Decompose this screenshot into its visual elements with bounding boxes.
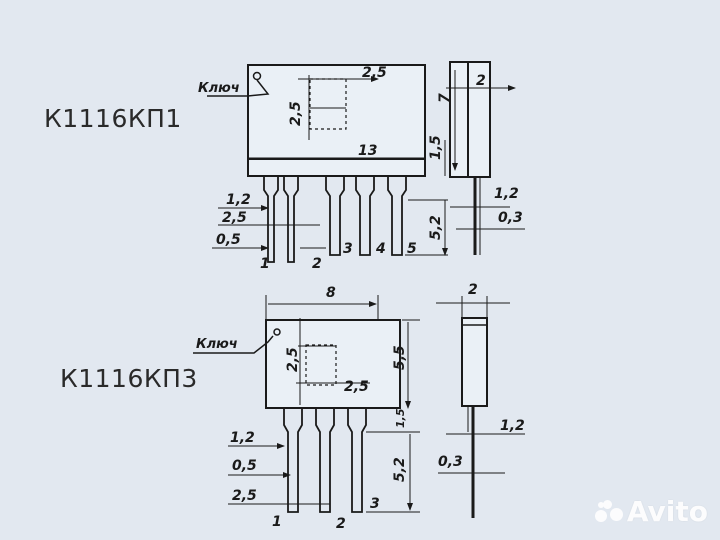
kp3-pin-3: 3 xyxy=(370,496,380,512)
kp3-dim-window-height: 2,5 xyxy=(285,347,301,372)
kp3-dim-body-width: 8 xyxy=(326,285,336,301)
kp1-dim-lead-pitch: 2,5 xyxy=(222,210,247,226)
kp3-dim-lead-thin: 0,5 xyxy=(232,458,257,474)
kp1-dim-shoulder: 1,5 xyxy=(428,135,444,160)
part-label-kp1: К1116КП1 xyxy=(44,104,182,133)
kp1-pin-3: 3 xyxy=(343,241,353,257)
kp3-side-view xyxy=(436,296,525,518)
part-label-kp3: К1116КП3 xyxy=(60,364,198,393)
kp3-dim-side-lead-wide: 1,2 xyxy=(500,418,525,434)
kp1-dim-thickness: 2 xyxy=(476,73,486,89)
kp1-dim-lead-length: 5,2 xyxy=(428,215,444,240)
kp3-pin-1: 1 xyxy=(272,514,282,530)
kp1-pin-2: 2 xyxy=(312,256,322,272)
kp3-key-label: Ключ xyxy=(196,337,238,352)
kp1-dim-lead-wide: 1,2 xyxy=(226,192,251,208)
kp3-pin-2: 2 xyxy=(336,516,346,532)
kp3-dim-lead-length: 5,2 xyxy=(392,457,408,482)
kp1-pin-4: 4 xyxy=(375,241,386,257)
avito-watermark-text: Avito xyxy=(626,495,708,528)
kp1-key-label: Ключ xyxy=(198,81,240,96)
kp1-side-view xyxy=(446,61,525,255)
kp3-dim-lead-wide: 1,2 xyxy=(230,430,255,446)
avito-watermark: Avito xyxy=(594,495,708,528)
kp1-dim-side-lead-thick: 0,3 xyxy=(498,210,523,226)
kp1-dim-side-lead-wide: 1,2 xyxy=(494,186,519,202)
kp1-pin-5: 5 xyxy=(407,241,417,257)
kp3-dim-thickness: 2 xyxy=(468,282,478,298)
kp1-dim-body-height: 7 xyxy=(437,93,453,103)
kp1-pin-1: 1 xyxy=(260,256,270,272)
avito-logo-icon xyxy=(594,499,623,524)
kp3-dim-side-lead-thick: 0,3 xyxy=(438,454,463,470)
kp1-dim-window-height: 2,5 xyxy=(288,101,304,126)
kp1-dim-body-width: 13 xyxy=(358,143,377,159)
kp3-front-view xyxy=(193,295,420,513)
kp3-dim-body-height: 5,5 xyxy=(392,345,408,370)
kp3-dim-lead-pitch: 2,5 xyxy=(232,488,257,504)
kp1-front-view xyxy=(207,64,448,263)
kp1-dim-window-width: 2,5 xyxy=(362,65,387,81)
kp3-dim-shoulder: 1,5 xyxy=(394,408,407,428)
kp3-dim-window-width: 2,5 xyxy=(344,379,369,395)
kp1-dim-lead-thin: 0,5 xyxy=(216,232,241,248)
